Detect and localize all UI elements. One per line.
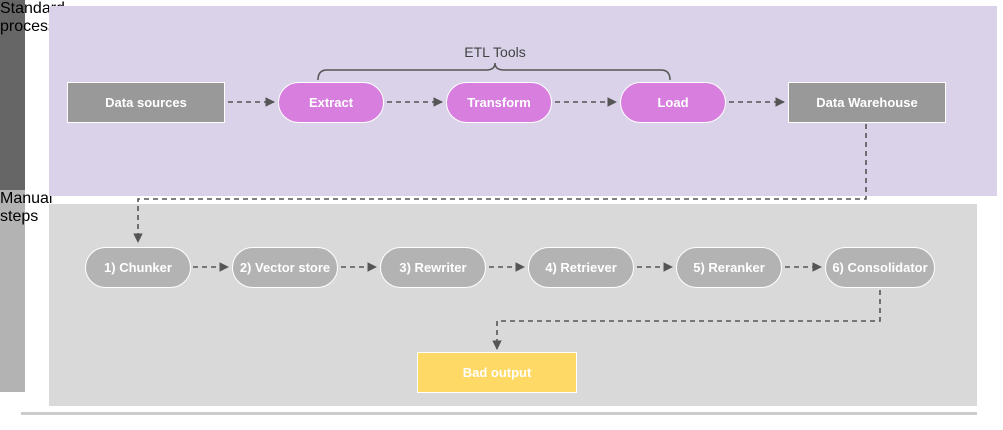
swimlane-label-standard-process: Standard process: [0, 0, 65, 190]
node-label: Extract: [308, 95, 354, 110]
node-data-sources[interactable]: Data sources: [67, 82, 225, 123]
node-label: Transform: [467, 95, 531, 110]
node-label: 2) Vector store: [239, 260, 331, 275]
node-label: 4) Retriever: [545, 260, 617, 275]
node-label: 1) Chunker: [104, 260, 172, 275]
node-label: 6) Consolidator: [832, 260, 928, 275]
etl-tools-bracket-label: ETL Tools: [464, 44, 526, 60]
node-step-consolidator[interactable]: 6) Consolidator: [825, 247, 935, 288]
node-bad-output[interactable]: Bad output: [417, 352, 577, 393]
node-extract[interactable]: Extract: [278, 82, 384, 123]
node-label: Data sources: [105, 95, 187, 110]
node-step-vector-store[interactable]: 2) Vector store: [232, 247, 338, 288]
node-label: 3) Rewriter: [399, 260, 467, 275]
node-label: Bad output: [462, 365, 532, 380]
node-label: Load: [657, 95, 689, 110]
node-label: 5) Reranker: [693, 260, 765, 275]
node-step-rewriter[interactable]: 3) Rewriter: [380, 247, 486, 288]
node-step-chunker[interactable]: 1) Chunker: [85, 247, 191, 288]
node-step-reranker[interactable]: 5) Reranker: [676, 247, 782, 288]
node-step-retriever[interactable]: 4) Retriever: [528, 247, 634, 288]
node-data-warehouse[interactable]: Data Warehouse: [788, 82, 946, 123]
swimlane-label-manual-steps: Manual steps: [0, 190, 52, 392]
node-load[interactable]: Load: [620, 82, 726, 123]
node-transform[interactable]: Transform: [446, 82, 552, 123]
bottom-divider: [21, 412, 977, 415]
node-label: Data Warehouse: [816, 95, 918, 110]
